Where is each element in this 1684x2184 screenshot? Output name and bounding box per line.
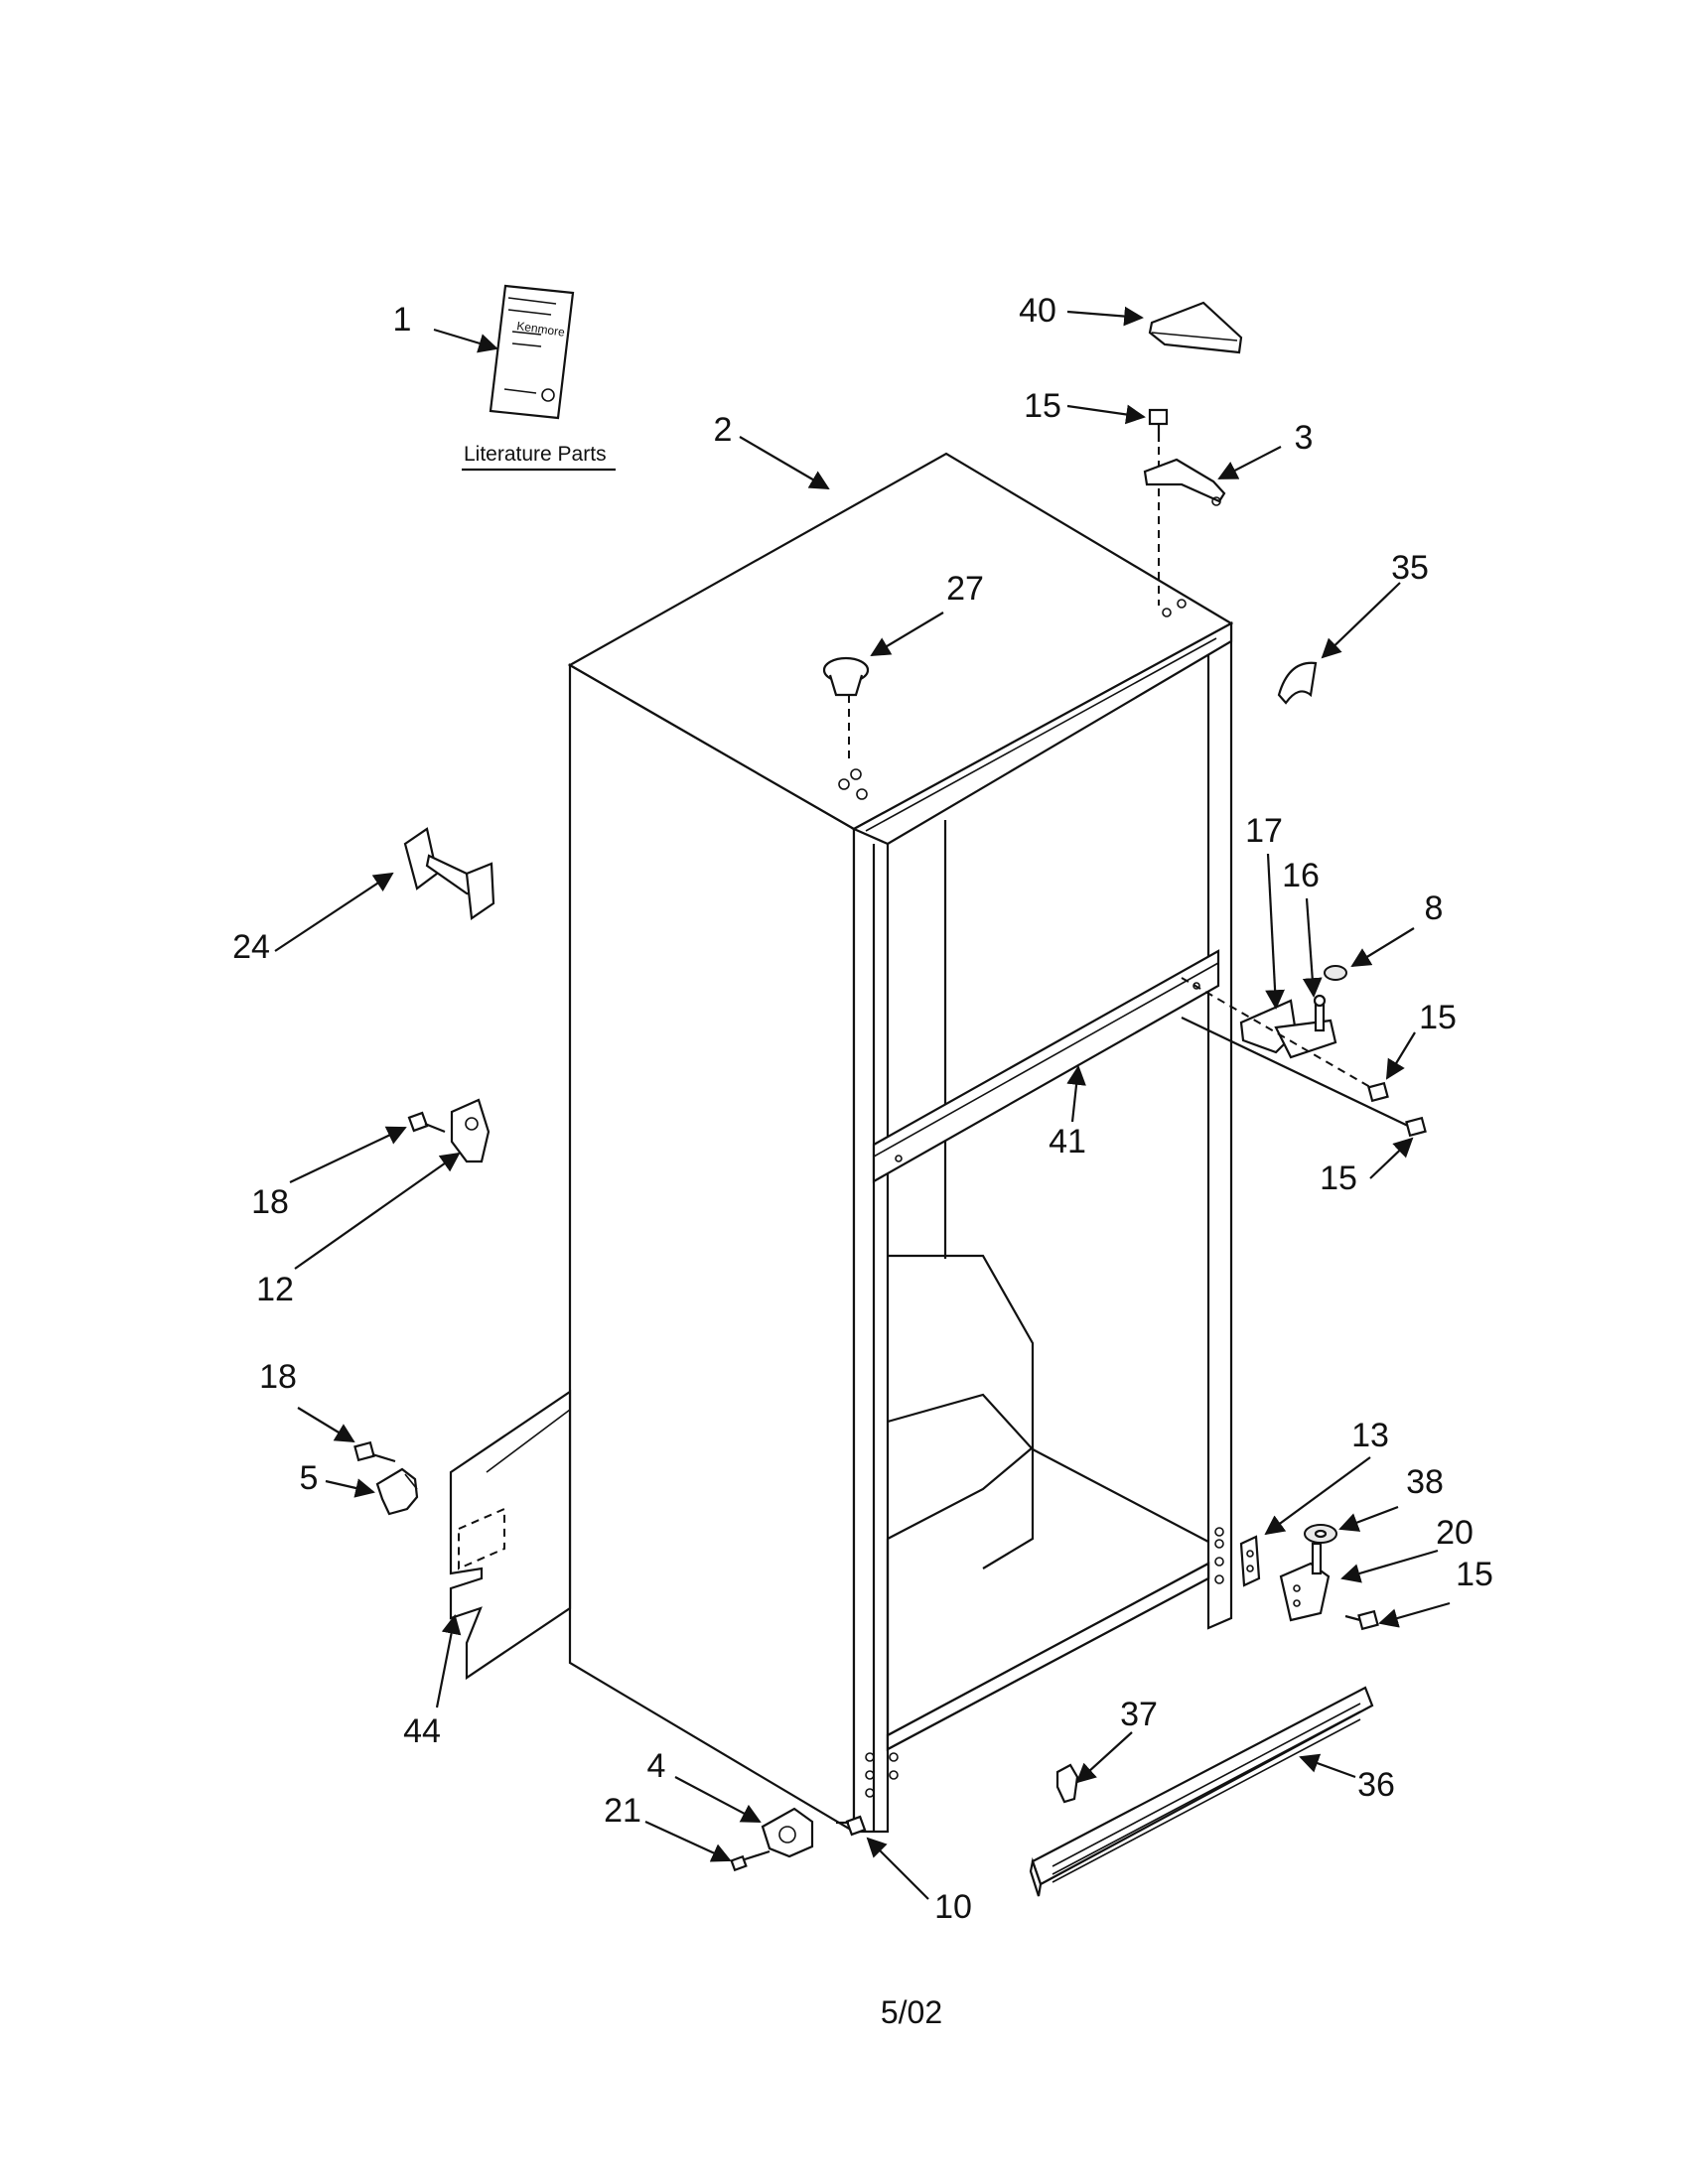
callout-1: 1: [393, 301, 412, 339]
callout-37: 37: [1120, 1696, 1158, 1733]
callout-40: 40: [1019, 292, 1056, 330]
literature-caption: Literature Parts: [464, 443, 607, 466]
grille-clip: [1055, 1763, 1079, 1804]
leg-screw: [836, 1815, 867, 1837]
callout-44: 44: [403, 1712, 441, 1750]
retaining-clip-upper: [450, 1098, 491, 1163]
callout-27: 27: [946, 570, 984, 608]
top-plug: [822, 656, 870, 697]
middle-hinge-pin: [1313, 994, 1327, 1032]
divider-rail: [872, 949, 1220, 1183]
callout-10: 10: [934, 1888, 972, 1926]
hinge-spacer: [1304, 1524, 1337, 1544]
booklet-brand: Kenmore: [516, 319, 566, 340]
callout-13: 13: [1351, 1417, 1389, 1454]
hinge-screw-bottom: [1344, 1609, 1379, 1631]
callout-16: 16: [1282, 857, 1320, 894]
callout-35: 35: [1391, 549, 1429, 587]
hinge-screw-mid-2: [1405, 1116, 1427, 1138]
hinge-cover: [1148, 301, 1243, 354]
callout-labels: 1 2 3 4 5 8 10 12 13 15 15 15 15 16 17 1…: [232, 292, 1493, 1926]
callout-3: 3: [1295, 419, 1314, 457]
hinge-shim: [1239, 1535, 1261, 1587]
callout-17: 17: [1245, 812, 1283, 850]
callout-4: 4: [647, 1747, 666, 1785]
machine-compartment-panel: [449, 1389, 572, 1681]
cable-clamp: [375, 1467, 419, 1516]
leveling-leg: [403, 827, 495, 920]
callout-18-upper: 18: [251, 1183, 289, 1221]
callout-41: 41: [1049, 1123, 1086, 1160]
callout-15-bottom: 15: [1456, 1556, 1493, 1593]
callout-5: 5: [300, 1459, 319, 1497]
literature-booklet: Kenmore: [489, 284, 575, 420]
refrigerator-cabinet: [567, 452, 1234, 1834]
date-code: 5/02: [881, 1994, 942, 2030]
callout-38: 38: [1406, 1463, 1444, 1501]
callout-12: 12: [256, 1271, 294, 1308]
hinge-screw-top: [1148, 408, 1169, 442]
callout-21: 21: [604, 1792, 641, 1830]
hinge-washer: [1324, 965, 1347, 981]
callout-15-top: 15: [1024, 387, 1061, 425]
callout-2: 2: [714, 411, 733, 449]
callout-24: 24: [232, 928, 270, 966]
hinge-screw-mid-1: [1367, 1081, 1389, 1103]
bottom-hinge: [1279, 1542, 1331, 1622]
top-hinge: [1143, 458, 1226, 506]
mounting-screw-lower: [353, 1440, 396, 1463]
leader-arrows: [274, 306, 1451, 1900]
mounting-screw-upper: [407, 1111, 446, 1134]
callout-15-mid-1: 15: [1419, 999, 1457, 1036]
callout-20: 20: [1436, 1514, 1474, 1552]
toe-grille: [1029, 1686, 1374, 1897]
callout-15-mid-2: 15: [1320, 1160, 1357, 1197]
roller-screw: [730, 1849, 771, 1872]
callout-18-lower: 18: [259, 1358, 297, 1396]
callout-8: 8: [1425, 889, 1444, 927]
hinge-pin-cover: [1277, 661, 1318, 705]
roller-bracket: [761, 1807, 814, 1858]
callout-36: 36: [1357, 1766, 1395, 1804]
